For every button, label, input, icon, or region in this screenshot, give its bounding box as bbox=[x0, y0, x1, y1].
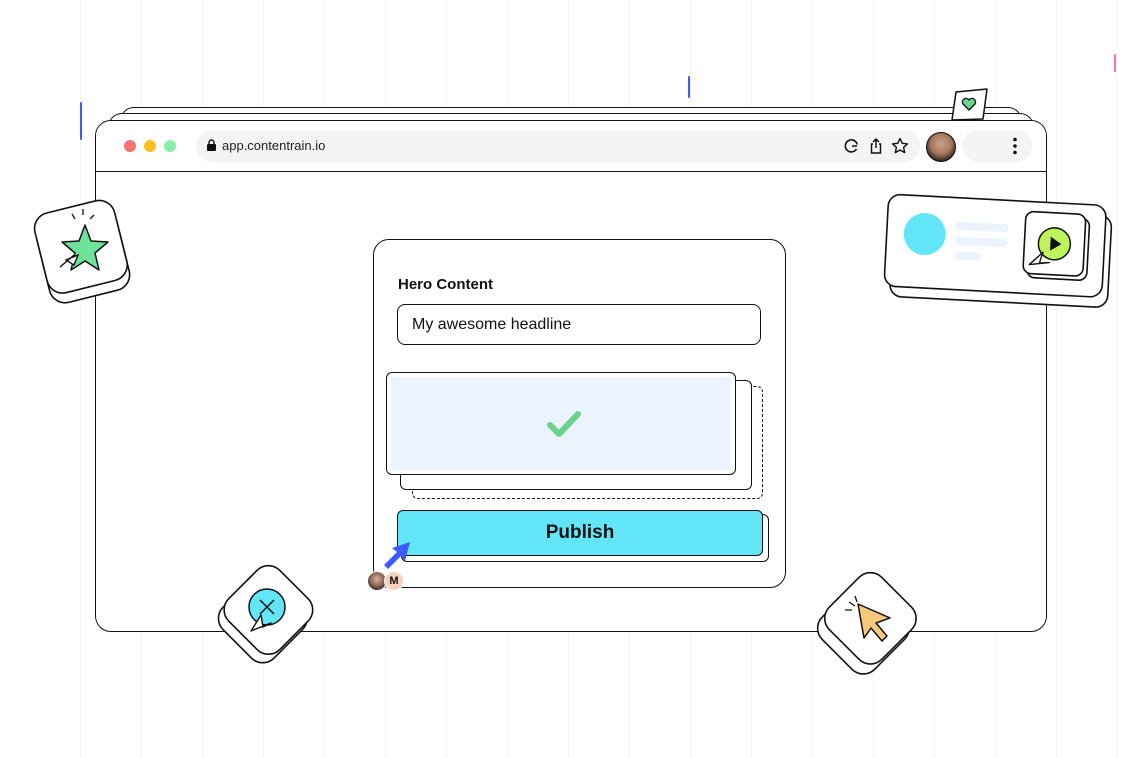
star-tile bbox=[33, 199, 131, 304]
accent-line-mid bbox=[688, 76, 690, 98]
share-icon[interactable] bbox=[866, 136, 886, 156]
play-icon bbox=[1037, 227, 1072, 261]
media-card bbox=[883, 193, 1113, 308]
minimize-window-button[interactable] bbox=[144, 140, 156, 152]
star-icon bbox=[61, 224, 109, 271]
maximize-window-button[interactable] bbox=[164, 140, 176, 152]
lock-icon bbox=[207, 139, 216, 151]
pointer-cursor-icon bbox=[384, 542, 410, 569]
google-icon[interactable] bbox=[842, 136, 862, 156]
image-upload-area[interactable] bbox=[386, 372, 736, 475]
card-title: Hero Content bbox=[398, 276, 493, 293]
address-bar[interactable]: app.contentrain.io bbox=[196, 130, 920, 162]
address-url: app.contentrain.io bbox=[222, 138, 326, 153]
cursor-icon bbox=[857, 603, 891, 642]
more-vertical-icon[interactable] bbox=[1012, 137, 1018, 155]
image-preview bbox=[391, 377, 731, 470]
browser-toolbar: app.contentrain.io bbox=[96, 121, 1046, 172]
extensions-pill[interactable] bbox=[962, 130, 1032, 162]
address-actions bbox=[842, 136, 910, 156]
collaborator-initial: M bbox=[384, 571, 404, 591]
publish-button[interactable]: Publish bbox=[397, 510, 763, 556]
accent-line-left bbox=[80, 102, 82, 140]
checkmark-icon bbox=[547, 411, 581, 437]
bookmark-star-icon[interactable] bbox=[890, 136, 910, 156]
accent-line-right bbox=[1114, 54, 1116, 72]
headline-input[interactable]: My awesome headline bbox=[397, 304, 761, 345]
close-tile bbox=[217, 564, 314, 664]
profile-avatar[interactable] bbox=[926, 132, 956, 162]
heart-icon bbox=[951, 88, 988, 121]
close-circle-icon bbox=[248, 588, 286, 626]
cursor-tile bbox=[816, 571, 917, 675]
close-window-button[interactable] bbox=[124, 140, 136, 152]
